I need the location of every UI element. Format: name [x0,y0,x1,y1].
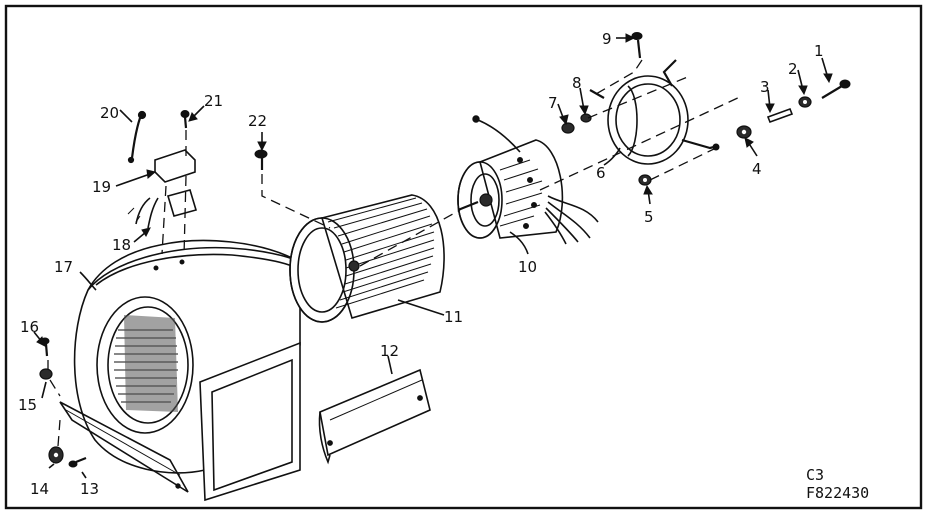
callout-3: 3 [760,78,770,96]
diagram-frame [4,4,923,510]
motor-mount-band [589,59,720,165]
cutoff-plate [318,368,431,465]
callout-17: 17 [54,258,73,276]
callout-2: 2 [788,60,798,78]
callout-18: 18 [112,236,131,254]
callout-13: 13 [80,480,99,498]
figure-number: F822430 [806,484,869,502]
callout-1: 1 [814,42,824,60]
blower-housing [59,239,301,502]
callout-6: 6 [596,164,606,182]
assembly-centerlines [47,59,743,447]
housing-wheel-blades [114,315,178,412]
callout-7: 7 [548,94,558,112]
callout-15: 15 [18,396,37,414]
callout-12: 12 [380,342,399,360]
callout-21: 21 [204,92,223,110]
blower-wheel [289,194,445,323]
callout-9: 9 [602,30,612,48]
callout-14: 14 [30,480,49,498]
callout-16: 16 [20,318,39,336]
callout-20: 20 [100,104,119,122]
callout-4: 4 [752,160,762,178]
callout-22: 22 [248,112,267,130]
callout-10: 10 [518,258,537,276]
callout-labels: 1 2 3 4 5 6 7 8 9 10 11 12 13 14 15 16 1… [18,30,824,498]
leader-lines [33,33,833,479]
callout-19: 19 [92,178,111,196]
blower-motor [457,115,599,245]
callout-8: 8 [572,74,582,92]
callout-11: 11 [444,308,463,326]
hardware-parts [39,32,851,468]
callout-5: 5 [644,208,654,226]
section-code: C3 [806,466,824,484]
